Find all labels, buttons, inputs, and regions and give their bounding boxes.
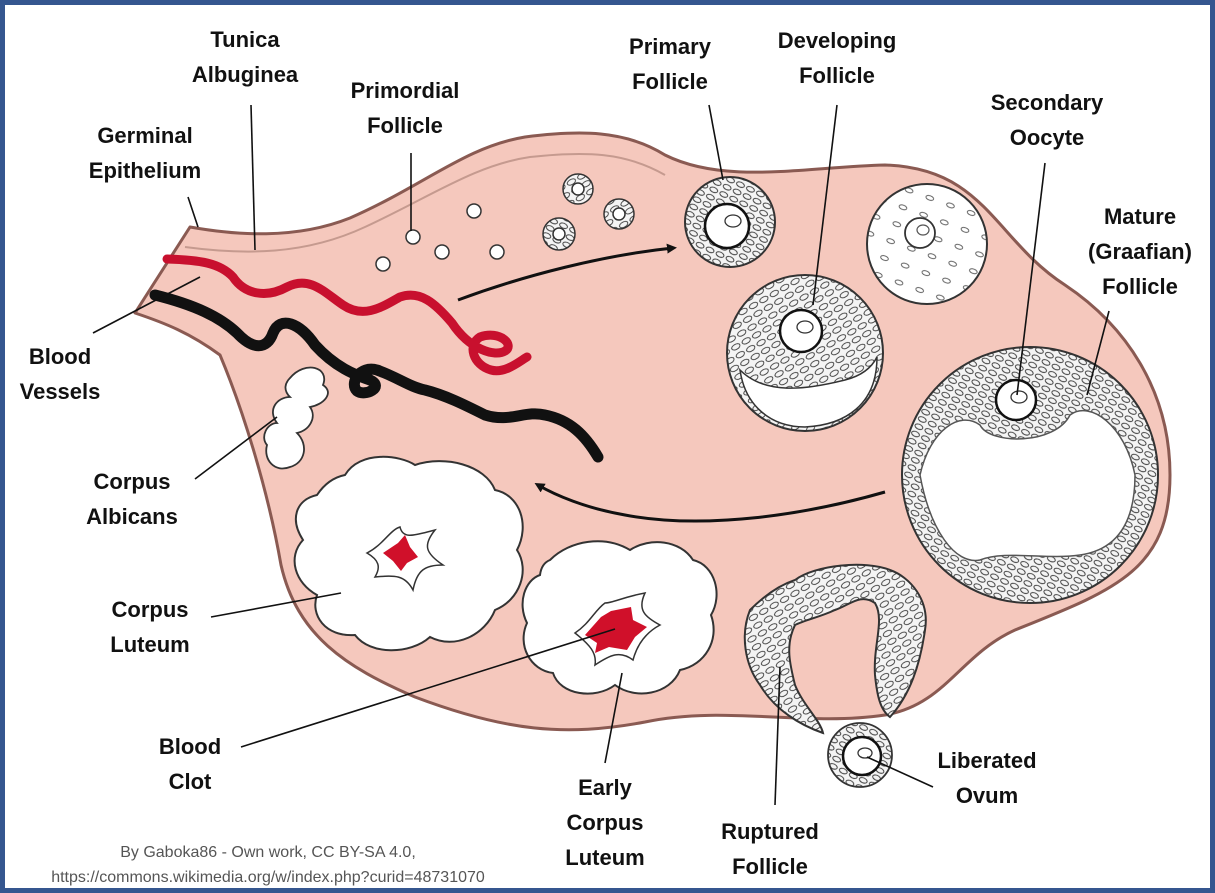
leader-ruptured-follicle <box>774 666 781 806</box>
leader-lines <box>92 104 1110 806</box>
ruptured-follicle <box>743 563 927 735</box>
mature-graafian-follicle <box>901 346 1159 604</box>
leader-corpus-albicans <box>194 416 278 480</box>
label-corpus-albicans: Corpus Albicans <box>86 469 178 529</box>
tunica-albuginea-layer <box>184 152 666 253</box>
regression-arrow <box>534 482 886 523</box>
label-developing-follicle: Developing Follicle <box>777 28 897 88</box>
label-primordial-follicle: Primordial Follicle <box>350 78 460 138</box>
artery-vessel <box>162 254 532 376</box>
leader-developing-follicle <box>812 104 838 306</box>
leader-germinal-epithelium <box>187 196 199 228</box>
label-mature-follicle: Mature (Graafian) Follicle <box>1088 204 1192 299</box>
leader-tunica-albuginea <box>250 104 256 251</box>
leader-blood-vessels <box>92 276 201 334</box>
liberated-ovum <box>827 722 893 788</box>
label-tunica-albuginea: Tunica Albuginea <box>191 27 299 87</box>
leader-primary-follicle <box>708 104 724 181</box>
corpus-luteum <box>293 455 524 652</box>
vein-vessel <box>149 289 604 463</box>
secondary-follicle <box>866 183 988 305</box>
leader-blood-clot <box>240 628 616 748</box>
leader-early-corpus-luteum <box>604 672 623 764</box>
label-blood-clot: Blood Clot <box>158 734 222 794</box>
leader-liberated-ovum <box>866 756 934 788</box>
developing-follicle <box>726 274 884 432</box>
image-credit: By Gaboka86 - Own work, CC BY-SA 4.0, ht… <box>51 844 485 886</box>
label-corpus-luteum: Corpus Luteum <box>110 597 190 657</box>
leader-secondary-oocyte <box>1016 162 1046 396</box>
label-ruptured-follicle: Ruptured Follicle <box>721 819 819 879</box>
label-blood-vessels: Blood Vessels <box>19 344 101 404</box>
label-early-corpus-luteum: Early Corpus Luteum <box>565 775 645 870</box>
ovary-diagram <box>92 104 1172 806</box>
early-corpus-luteum <box>521 540 718 695</box>
leader-mature-follicle <box>1086 310 1110 396</box>
primary-follicle <box>684 176 776 268</box>
label-secondary-oocyte: Secondary Oocyte <box>990 90 1104 150</box>
leader-corpus-luteum <box>210 592 342 618</box>
corpus-albicans <box>263 366 329 470</box>
maturation-arrow <box>457 243 677 302</box>
label-liberated-ovum: Liberated Ovum <box>937 748 1037 808</box>
label-germinal-epithelium: Germinal Epithelium <box>88 123 202 183</box>
primordial-follicles <box>375 173 635 272</box>
label-primary-follicle: Primary Follicle <box>629 34 711 94</box>
